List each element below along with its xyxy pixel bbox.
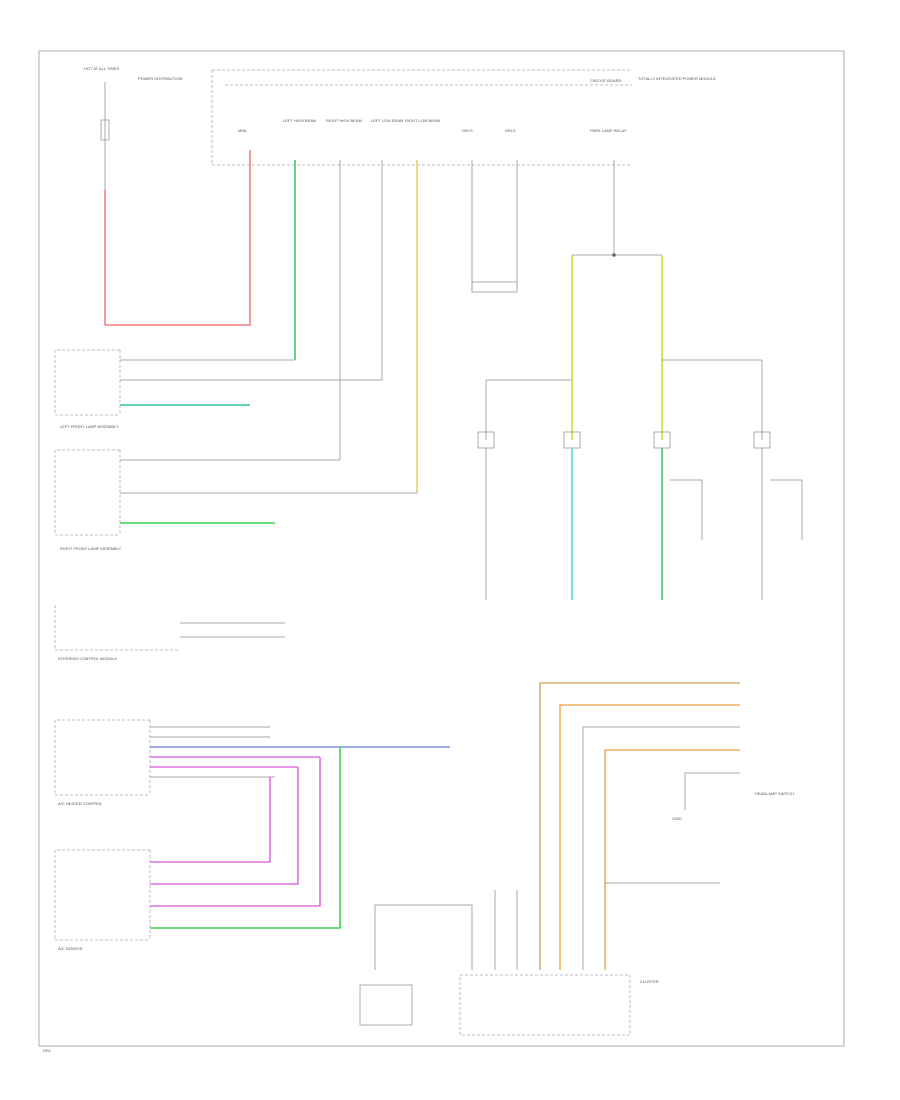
tipm-label: TOTALLY INTEGRATED POWER MODULE: [638, 76, 716, 81]
tipm-module: CIRCUIT BOARD TOTALLY INTEGRATED POWER M…: [211, 69, 716, 166]
left-front-lamp-assembly: LEFT FRONT LAMP ASSEMBLY: [54, 349, 382, 429]
lamp-branches: [477, 255, 803, 600]
fuse-label-right-high: RIGHT HIGH BEAM: [326, 118, 362, 123]
headlamp-switch-label: HEADLAMP SWITCH: [755, 791, 794, 796]
cluster-and-switch: HEADLAMP SWITCH G200 CLUSTER: [359, 682, 794, 1036]
fuse-body: [100, 119, 110, 141]
power-feed-red-loop: [105, 150, 251, 326]
cluster-wire-tan: [539, 682, 740, 970]
fuse-block-label: HOT AT ALL TIMES: [84, 66, 119, 71]
hvac-label: A/C HEATER CONTROL: [58, 801, 103, 806]
cluster-wire-orange-2: [604, 749, 740, 970]
sensor-label: A/C SENSOR: [58, 946, 83, 951]
fuse-label-drls-2: DRLS: [505, 128, 516, 133]
sensor-feed-wire: [374, 904, 473, 970]
hvac-control-module: A/C HEATER CONTROL: [54, 719, 450, 806]
circuit-board-label: CIRCUIT BOARD: [590, 78, 622, 83]
steering-outline: [54, 605, 180, 651]
hvac-outline: [54, 719, 150, 796]
cluster-box: [459, 974, 631, 1036]
sensor-wire-magenta-3: [150, 777, 271, 863]
drl-module-bracket: [471, 281, 518, 293]
right-front-lamp-assembly: RIGHT FRONT LAMP ASSEMBLY: [54, 449, 417, 551]
power-feed-group: HOT AT ALL TIMES POWER DISTRIBUTION: [84, 66, 251, 326]
fuse-label-mini: MINI: [238, 128, 246, 133]
fuse-label-drls-1: DRLS: [462, 128, 473, 133]
sensor-wire-magenta-2: [150, 757, 321, 907]
sensor-outline: [54, 849, 150, 941]
steering-control-module: STEERING CONTROL MODULE: [54, 605, 285, 661]
tipm-output-wires: [294, 160, 662, 493]
lamp-4-side-wire: [770, 479, 803, 540]
park-splice: [612, 253, 616, 257]
right-lamp-label: RIGHT FRONT LAMP ASSEMBLY: [60, 546, 122, 551]
left-lamp-outline: [54, 349, 120, 416]
left-lamp-label: LEFT FRONT LAMP ASSEMBLY: [60, 424, 119, 429]
cluster-label: CLUSTER: [640, 979, 659, 984]
diagram-code-label: DRL: [43, 1048, 52, 1053]
sensor-wire-green: [150, 747, 341, 929]
fuse-label-right-low: RIGHT LOW BEAM: [405, 118, 440, 123]
ac-sensor-module: A/C SENSOR: [54, 747, 341, 951]
fuse-label-left-high: LEFT HIGH BEAM: [283, 118, 316, 123]
fuse-label-park-relay: PARK LAMP RELAY: [590, 128, 627, 133]
fuse-label-left-low: LEFT LOW BEAM: [371, 118, 403, 123]
power-dist-label: POWER DISTRIBUTION: [138, 76, 183, 81]
sensor-box: [359, 984, 413, 1026]
steering-label: STEERING CONTROL MODULE: [58, 656, 118, 661]
ground-label: G200: [672, 816, 683, 821]
lamp-3-side-wire: [670, 479, 703, 540]
sensor-wire-magenta-1: [150, 767, 299, 885]
right-lamp-outline: [54, 449, 120, 536]
cluster-wire-gray: [582, 726, 740, 970]
cluster-wire-orange-1: [559, 704, 740, 970]
cluster-wire-ground: [684, 772, 740, 810]
diagram-border: [38, 50, 845, 1047]
tipm-outline: [211, 70, 632, 166]
